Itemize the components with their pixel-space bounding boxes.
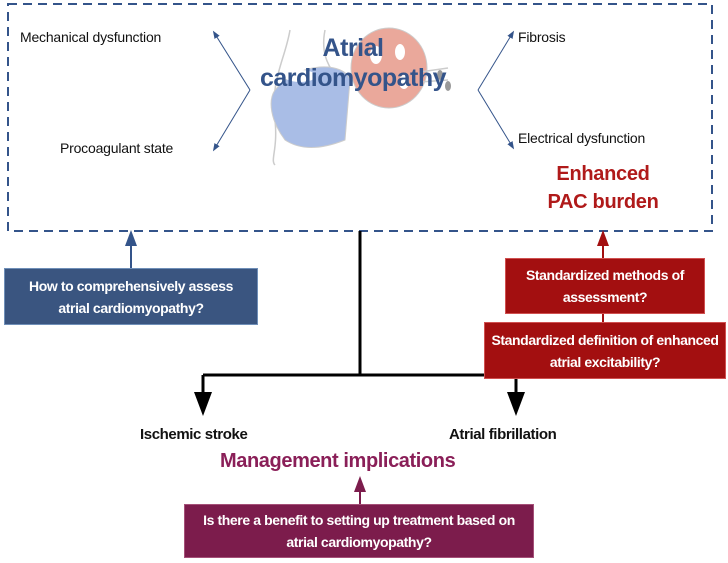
right-chevron-top — [477, 30, 515, 91]
atrial-cardiomyopathy-title: Atrial cardiomyopathy — [243, 33, 463, 93]
treatment-question-text: Is there a benefit to setting up treatme… — [203, 512, 515, 550]
methods-question-text: Standardized methods of assessment? — [525, 267, 685, 305]
left-chevron-bottom — [212, 89, 251, 152]
assess-question-box: How to comprehensively assess atrial car… — [4, 268, 258, 325]
management-implications-heading: Management implications — [220, 450, 456, 472]
outcome-tree — [203, 231, 516, 377]
treatment-question-box: Is there a benefit to setting up treatme… — [184, 504, 534, 558]
procoagulant-state-label: Procoagulant state — [60, 140, 174, 156]
right-chevron-bottom — [477, 89, 515, 150]
pac-line-1: Enhanced — [556, 163, 650, 185]
pac-line-2: PAC burden — [547, 191, 659, 213]
heart-illustration — [270, 27, 451, 166]
definition-question-box: Standardized definition of enhanced atri… — [484, 322, 726, 379]
methods-question-box: Standardized methods of assessment? — [505, 258, 705, 314]
enhanced-pac-burden: Enhanced PAC burden — [503, 160, 703, 216]
atrial-fibrillation-label: Atrial fibrillation — [449, 426, 557, 443]
title-line-2: cardiomyopathy — [259, 64, 447, 92]
ischemic-stroke-label: Ischemic stroke — [140, 426, 248, 443]
fibrosis-label: Fibrosis — [518, 29, 566, 45]
left-chevron-top — [212, 30, 251, 91]
title-line-1: Atrial — [322, 34, 384, 62]
assess-question-text: How to comprehensively assess atrial car… — [29, 277, 233, 316]
definition-question-text: Standardized definition of enhanced atri… — [491, 331, 719, 370]
mechanical-dysfunction-label: Mechanical dysfunction — [20, 29, 162, 45]
electrical-dysfunction-label: Electrical dysfunction — [518, 130, 646, 146]
